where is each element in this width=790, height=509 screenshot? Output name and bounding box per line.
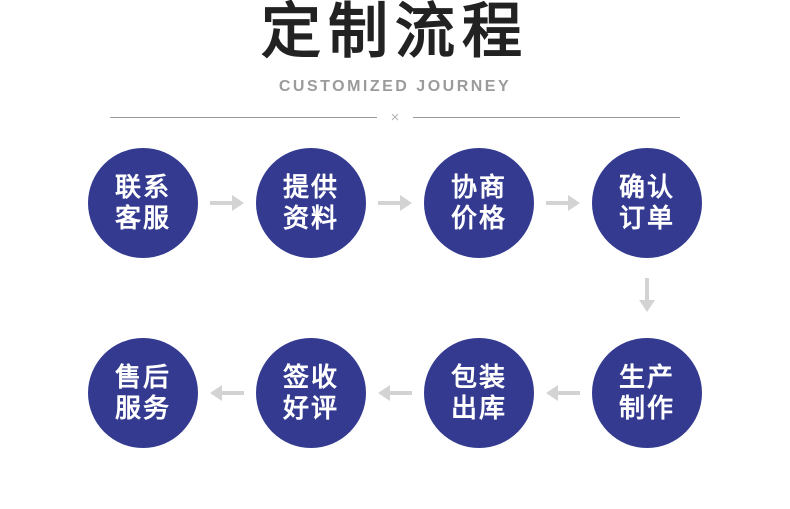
step-label-line: 价格: [450, 203, 507, 233]
step-sign-and-review: 签收 好评: [256, 338, 366, 448]
arrow-down-icon: [639, 278, 655, 312]
step-label-line: 客服: [114, 203, 171, 233]
step-label-line: 资料: [282, 203, 339, 233]
step-label-line: 制作: [618, 393, 675, 423]
arrow-left-icon: [378, 385, 412, 401]
step-label-line: 提供: [282, 172, 339, 202]
arrow-right-icon: [378, 195, 412, 211]
step-label-line: 好评: [282, 393, 339, 423]
step-label-line: 协商: [450, 172, 507, 202]
divider-x-mark: ×: [390, 108, 400, 126]
step-after-sales-service: 售后 服务: [88, 338, 198, 448]
step-contact-support: 联系 客服: [88, 148, 198, 258]
step-negotiate-price: 协商 价格: [424, 148, 534, 258]
step-label-line: 联系: [114, 172, 171, 202]
step-pack-and-ship: 包装 出库: [424, 338, 534, 448]
step-label-line: 生产: [618, 362, 675, 392]
arrow-right-icon: [210, 195, 244, 211]
divider-line-right: [413, 116, 681, 118]
step-label-line: 订单: [618, 203, 675, 233]
step-label-line: 出库: [450, 393, 507, 423]
step-label-line: 确认: [618, 172, 675, 202]
arrow-left-icon: [210, 385, 244, 401]
divider-line-left: [110, 116, 377, 118]
arrow-left-icon: [546, 385, 580, 401]
step-label-line: 签收: [282, 362, 339, 392]
step-label-line: 包装: [450, 362, 507, 392]
page-title: 定制流程: [261, 0, 529, 65]
step-confirm-order: 确认 订单: [592, 148, 702, 258]
step-provide-materials: 提供 资料: [256, 148, 366, 258]
step-label-line: 售后: [114, 362, 171, 392]
divider: ×: [110, 108, 681, 126]
step-production: 生产 制作: [592, 338, 702, 448]
page-subtitle: CUSTOMIZED JOURNEY: [278, 78, 512, 95]
step-label-line: 服务: [114, 393, 171, 423]
arrow-right-icon: [546, 195, 580, 211]
